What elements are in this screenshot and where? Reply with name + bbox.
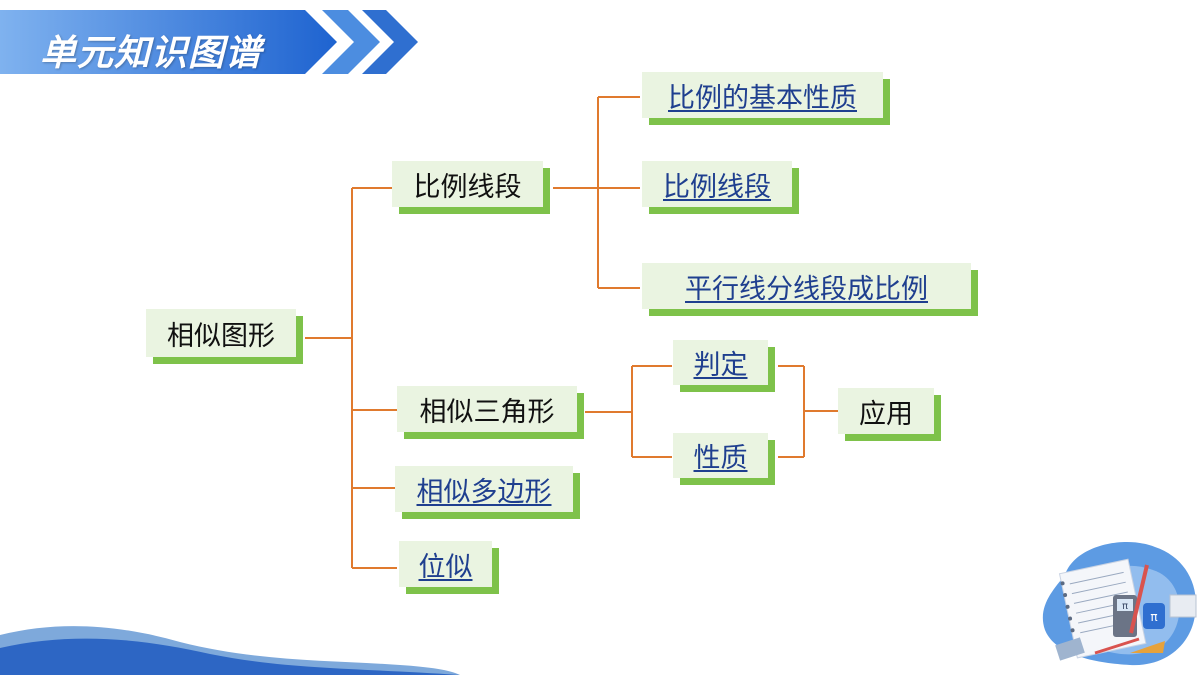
- node-application: 应用: [838, 388, 934, 434]
- banner-arrows-graphic: [0, 10, 418, 74]
- node-similar-figures: 相似图形: [146, 309, 296, 357]
- bottom-wave-decoration: [0, 626, 460, 675]
- link-proportional-segments[interactable]: 比例线段: [642, 161, 792, 207]
- header-banner: 单元知识图谱: [0, 0, 420, 80]
- math-stationery-illustration: π π: [1042, 542, 1197, 666]
- link-parallel-lines-proportional[interactable]: 平行线分线段成比例: [642, 263, 971, 309]
- svg-text:π: π: [1150, 610, 1157, 624]
- link-similarity-criteria[interactable]: 判定: [673, 340, 768, 385]
- link-similarity-properties[interactable]: 性质: [673, 433, 768, 478]
- link-similar-polygons[interactable]: 相似多边形: [395, 466, 573, 512]
- svg-text:π: π: [1122, 601, 1128, 612]
- page-title: 单元知识图谱: [40, 33, 263, 74]
- node-similar-triangles: 相似三角形: [397, 386, 577, 432]
- node-proportional-segments: 比例线段: [392, 161, 543, 207]
- link-homothety[interactable]: 位似: [399, 541, 492, 587]
- link-ratio-basic-properties[interactable]: 比例的基本性质: [642, 72, 883, 118]
